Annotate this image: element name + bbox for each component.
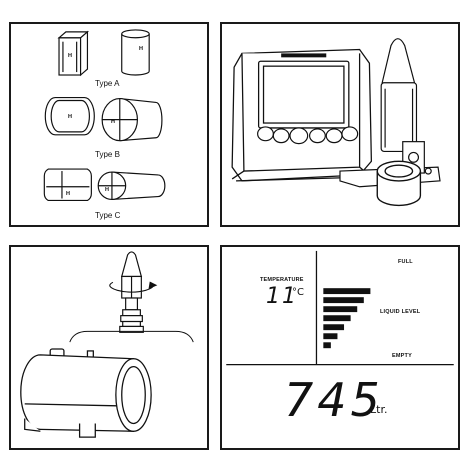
tank-types-panel: Type A Type B Type C H H H H H H [9,22,209,227]
temperature-label: TEMPERATURE [260,277,304,283]
tank-illustration [20,348,152,438]
type-b-cyl-h-marker: H [111,119,116,125]
display-unit [231,48,373,182]
type-a-box-tank [57,30,90,77]
volume-unit: Ltr. [370,403,388,416]
level-bar-1 [323,288,371,295]
volume-value: 745 [284,373,384,427]
type-c-oval-h-marker: H [66,191,71,197]
level-bar-5 [323,324,345,331]
type-b-cylinder-tank [101,97,163,142]
threaded-connector [119,309,144,333]
mount-illustration [20,251,194,438]
temperature-unit: °C [292,287,304,298]
level-bar-7 [323,342,331,349]
type-b-oval-h-marker: H [68,114,73,120]
sensor-probe [380,38,418,153]
type-c-cyl-h-marker: H [105,187,110,193]
type-a-cylinder-tank [121,29,150,76]
type-c-cylinder-tank [97,171,166,201]
rotation-arrow-icon [109,281,158,293]
level-bar-2 [323,297,364,304]
type-b-oval-tank [44,96,95,136]
level-bar-6 [323,333,338,340]
level-bar-4 [323,315,351,322]
type-c-flat-oval-tank [43,168,92,202]
device-illustration [231,38,441,207]
callout-lines [69,330,194,343]
type-a-label: Type A [95,79,120,88]
type-a-cyl-h-marker: H [139,46,144,52]
type-c-label: Type C [95,211,121,220]
type-a-box-h-marker: H [68,53,73,59]
level-bar-3 [323,306,358,313]
sensor-probe-mount [120,251,143,311]
device-buttons [257,126,359,145]
device-panel [220,22,460,227]
lcd-illustration [226,250,454,366]
type-b-label: Type B [95,150,120,159]
liquid-level-label: LIQUID LEVEL [380,309,421,315]
temperature-value: 11 [266,284,298,309]
sensor-base-ring [376,160,422,207]
tank-types-illustration [43,29,166,202]
lcd-panel: FULL TEMPERATURE 11 °C LIQUID LEVEL EMPT… [220,245,460,450]
liquid-level-bargraph [323,288,371,349]
full-label: FULL [398,259,413,265]
empty-label: EMPTY [392,353,412,359]
mount-panel [9,245,209,450]
